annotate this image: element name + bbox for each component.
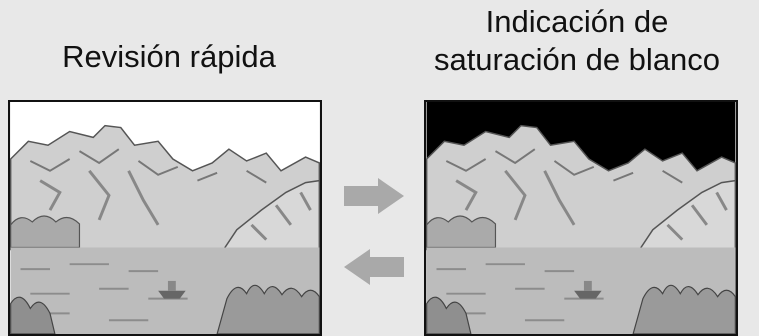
trees-left	[10, 296, 56, 334]
trees-right	[216, 284, 320, 334]
white-saturation-image	[424, 100, 738, 336]
boat	[158, 290, 186, 299]
label-white-saturation: Indicación de saturación de blanco	[395, 3, 759, 79]
trees-right	[632, 284, 736, 334]
hill-shading	[666, 191, 728, 241]
label-quick-review: Revisión rápida	[10, 38, 328, 76]
boat-cabin	[583, 280, 592, 291]
mountain-shading	[445, 148, 683, 184]
arrow-left-icon	[344, 249, 404, 285]
boat-cabin	[167, 280, 176, 291]
mountain-ridges	[455, 169, 576, 226]
quick-review-title: Revisión rápida	[62, 39, 276, 74]
white-saturation-title-line2: saturación de blanco	[433, 42, 721, 77]
shrubs-left	[10, 215, 81, 249]
white-saturation-title-line1: Indicación de	[485, 4, 669, 39]
landscape-illustration-saturated	[426, 102, 736, 334]
trees-left	[426, 296, 472, 334]
landscape-illustration-normal	[10, 102, 320, 334]
arrow-right-icon	[344, 178, 404, 214]
boat	[574, 290, 602, 299]
mountain-ridges	[39, 169, 160, 226]
quick-review-image	[8, 100, 322, 336]
shrubs-left	[426, 215, 497, 249]
mountain-shading	[29, 148, 267, 184]
hill-shading	[250, 191, 312, 241]
